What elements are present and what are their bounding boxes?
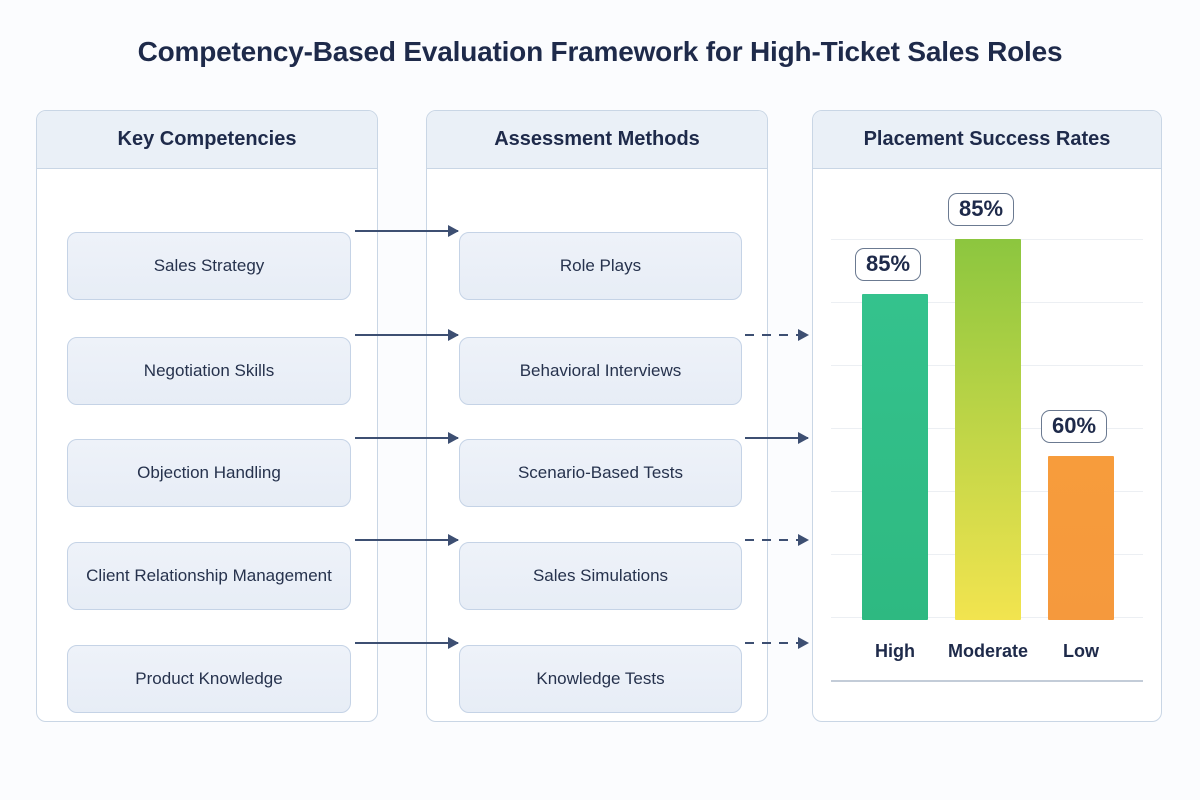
- method-node-scenario-based-tests[interactable]: Scenario-Based Tests: [459, 439, 742, 507]
- connector-line: [355, 334, 458, 336]
- arrowhead-icon: [448, 534, 459, 546]
- connector-sales-simulations-to-chart: [745, 534, 809, 546]
- chart-axis-line: [831, 680, 1143, 682]
- competency-node-product-knowledge[interactable]: Product Knowledge: [67, 645, 351, 713]
- panel-body-assessment-methods: Role Plays Behavioral Interviews Scenari…: [427, 169, 767, 721]
- page-title: Competency-Based Evaluation Framework fo…: [137, 36, 1063, 67]
- arrowhead-icon: [798, 432, 809, 444]
- connector-negotiation-skills-to-behavioral-interviews: [355, 329, 459, 341]
- bar-value-label-high: 85%: [855, 248, 922, 282]
- panel-key-competencies: Key Competencies Sales Strategy Negotiat…: [36, 110, 378, 722]
- arrowhead-icon: [798, 534, 809, 546]
- connector-line: [745, 334, 808, 336]
- bar-value-label-low: 60%: [1041, 410, 1108, 444]
- connector-behavioral-interviews-to-chart: [745, 329, 809, 341]
- competency-node-objection-handling[interactable]: Objection Handling: [67, 439, 351, 507]
- connector-sales-strategy-to-role-plays: [355, 225, 459, 237]
- panel-placement-success-rates: Placement Success Rates 85% High 85% Modera…: [812, 110, 1162, 722]
- connector-product-knowledge-to-knowledge-tests: [355, 637, 459, 649]
- panel-body-placement-success-rates: 85% High 85% Moderate 60% Low: [813, 169, 1161, 721]
- bar-high[interactable]: [862, 294, 928, 620]
- arrowhead-icon: [448, 225, 459, 237]
- connector-line: [745, 539, 808, 541]
- category-label-high: High: [875, 641, 915, 661]
- bar-low[interactable]: [1048, 456, 1114, 620]
- connector-knowledge-tests-to-chart: [745, 637, 809, 649]
- method-node-behavioral-interviews[interactable]: Behavioral Interviews: [459, 337, 742, 405]
- connector-line: [355, 230, 458, 232]
- connector-line: [745, 437, 808, 439]
- connector-line: [745, 642, 808, 644]
- connector-line: [355, 539, 458, 541]
- method-node-sales-simulations[interactable]: Sales Simulations: [459, 542, 742, 610]
- connector-line: [355, 642, 458, 644]
- panel-header-key-competencies: Key Competencies: [37, 111, 377, 169]
- arrowhead-icon: [448, 637, 459, 649]
- competency-node-negotiation-skills[interactable]: Negotiation Skills: [67, 337, 351, 405]
- connector-scenario-based-tests-to-chart: [745, 432, 809, 444]
- category-label-low: Low: [1063, 641, 1099, 661]
- panel-header-placement-success-rates: Placement Success Rates: [813, 111, 1161, 169]
- category-label-moderate: Moderate: [947, 641, 1028, 661]
- bar-chart: 85% High 85% Moderate 60% Low: [813, 169, 1161, 721]
- connector-objection-handling-to-scenario-based-tests: [355, 432, 459, 444]
- competency-node-client-relationship-management[interactable]: Client Relationship Management: [67, 542, 351, 610]
- method-node-knowledge-tests[interactable]: Knowledge Tests: [459, 645, 742, 713]
- bar-value-label-moderate: 85%: [948, 193, 1015, 227]
- arrowhead-icon: [448, 329, 459, 341]
- arrowhead-icon: [798, 329, 809, 341]
- connector-client-relationship-management-to-sales-simulations: [355, 534, 459, 546]
- panel-body-key-competencies: Sales Strategy Negotiation Skills Object…: [37, 169, 377, 721]
- method-node-role-plays[interactable]: Role Plays: [459, 232, 742, 300]
- connector-line: [355, 437, 458, 439]
- panel-assessment-methods: Assessment Methods Role Plays Behavioral…: [426, 110, 768, 722]
- arrowhead-icon: [448, 432, 459, 444]
- competency-node-sales-strategy[interactable]: Sales Strategy: [67, 232, 351, 300]
- arrowhead-icon: [798, 637, 809, 649]
- panel-header-assessment-methods: Assessment Methods: [427, 111, 767, 169]
- bar-moderate[interactable]: [955, 239, 1021, 620]
